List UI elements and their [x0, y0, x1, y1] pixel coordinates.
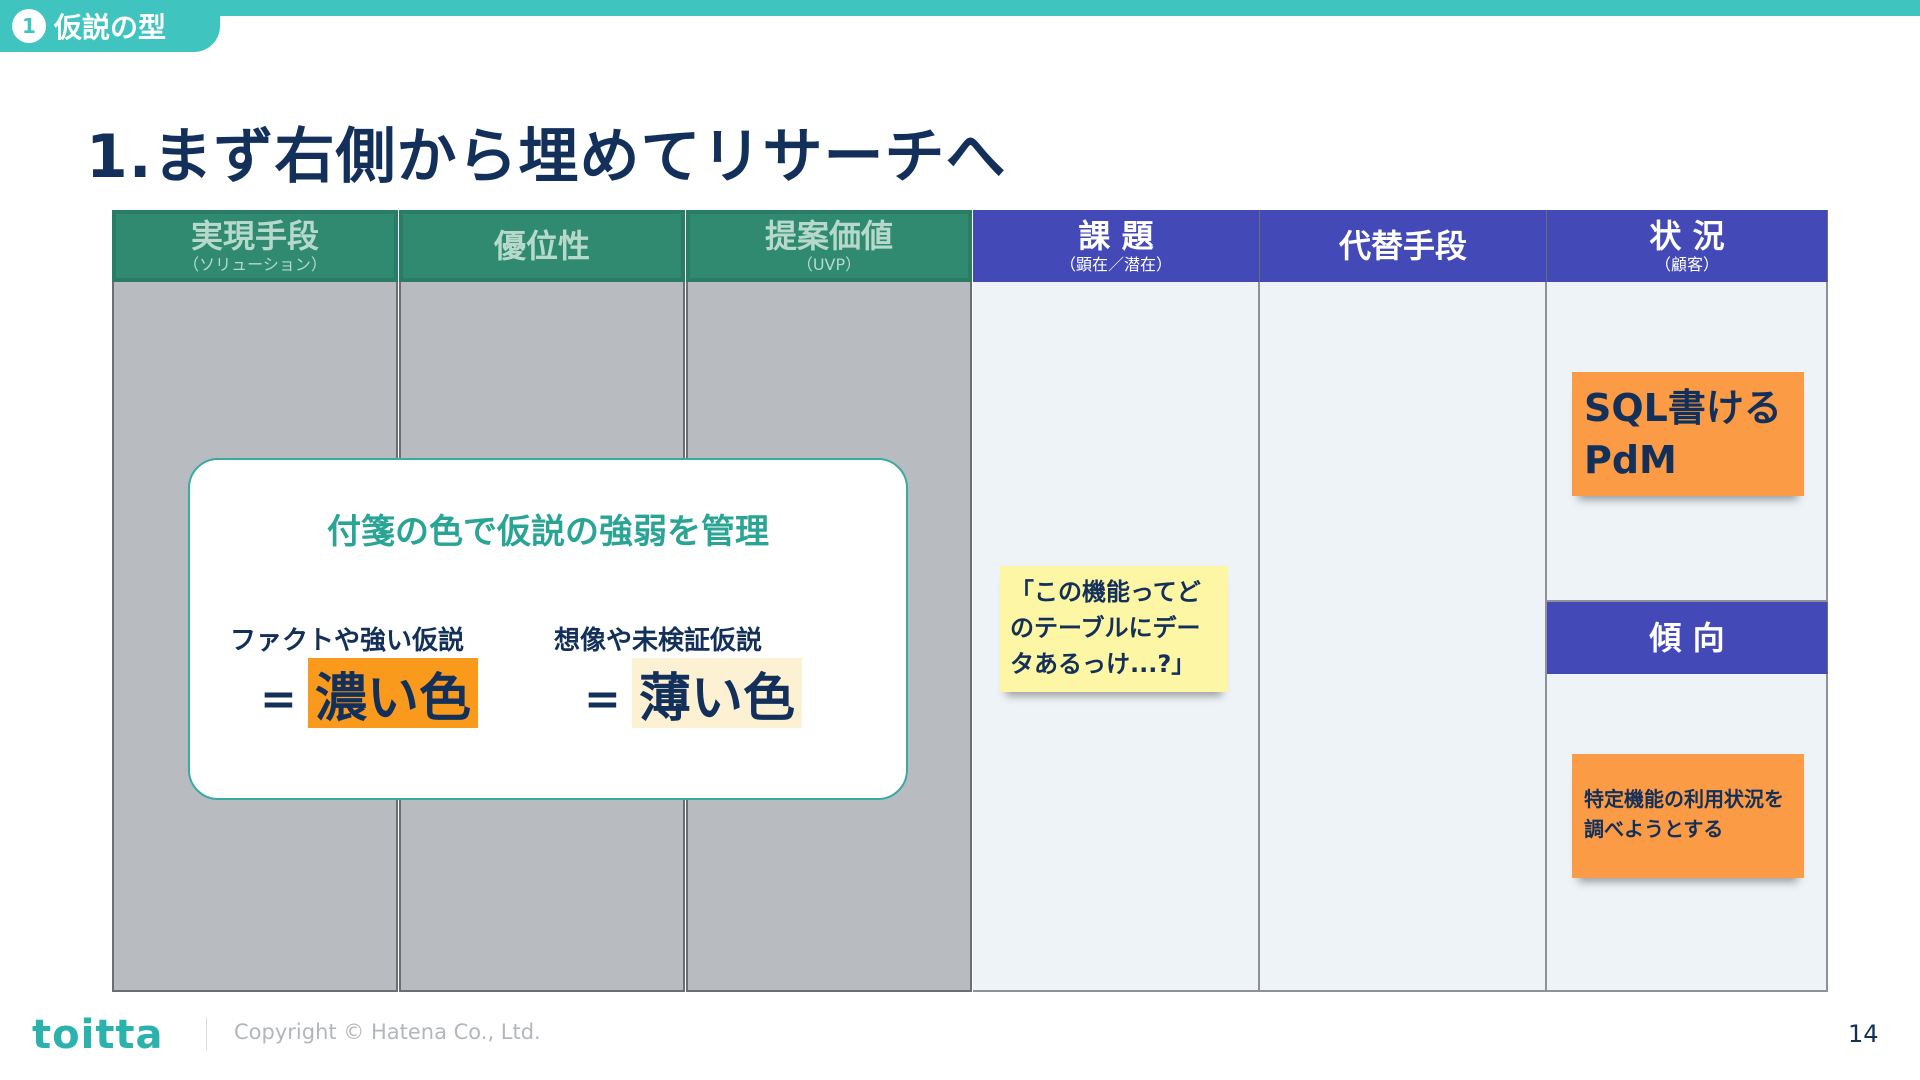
- sticky-line: 特定機能の利用状況を: [1584, 787, 1784, 811]
- page-title: 1.まず右側から埋めてリサーチへ: [86, 122, 1007, 192]
- weak-color-chip: 薄い色: [632, 658, 802, 729]
- column-header-uvp: 提案価値 （UVP）: [686, 210, 972, 282]
- column-title: 状 況: [1649, 217, 1725, 255]
- column-subtitle: （ソリューション）: [183, 255, 327, 274]
- strong-equals: =: [260, 674, 297, 725]
- column-subtitle: （UVP）: [796, 255, 862, 274]
- sticky-note-issue[interactable]: 「この機能ってど のテーブルにデー タあるっけ...?」: [1000, 566, 1228, 692]
- sticky-line: SQL書ける: [1584, 386, 1782, 430]
- section-label: 仮説の型: [54, 11, 167, 44]
- sticky-note-trend[interactable]: 特定機能の利用状況を 調べようとする: [1572, 754, 1804, 878]
- weak-hypothesis-label: 想像や未検証仮説: [554, 626, 763, 656]
- weak-equals: =: [584, 674, 621, 725]
- sticky-line: PdM: [1584, 438, 1677, 482]
- column-situation: 状 況 （顧客） 傾 向: [1547, 210, 1828, 992]
- callout-title: 付箋の色で仮説の強弱を管理: [327, 512, 769, 552]
- strong-hypothesis-label: ファクトや強い仮説: [230, 626, 465, 656]
- column-subtitle: （顕在／潜在）: [1059, 255, 1172, 274]
- strong-color-chip: 濃い色: [308, 658, 478, 729]
- sticky-line: のテーブルにデー: [1010, 614, 1201, 642]
- footer-divider: [206, 1018, 207, 1050]
- color-legend-callout: 付箋の色で仮説の強弱を管理 ファクトや強い仮説 = 濃い色 想像や未検証仮説 =…: [188, 458, 908, 800]
- page-number: 14: [1848, 1020, 1879, 1048]
- column-title: 代替手段: [1338, 227, 1467, 265]
- column-header-solution: 実現手段 （ソリューション）: [112, 210, 398, 282]
- toitta-logo: toitta: [32, 1012, 164, 1058]
- column-body-alternatives: [1260, 282, 1547, 992]
- column-header-situation: 状 況 （顧客）: [1547, 210, 1828, 282]
- column-header-advantage: 優位性: [399, 210, 685, 282]
- column-subtitle: （顧客）: [1654, 255, 1719, 274]
- sticky-line: 「この機能ってど: [1010, 578, 1201, 606]
- column-header-issue: 課 題 （顕在／潜在）: [973, 210, 1260, 282]
- section-number-badge: 1: [12, 9, 46, 43]
- column-alternatives: 代替手段: [1260, 210, 1547, 992]
- section-header-trend: 傾 向: [1547, 602, 1828, 674]
- copyright-text: Copyright © Hatena Co., Ltd.: [234, 1020, 541, 1044]
- column-header-alternatives: 代替手段: [1260, 210, 1547, 282]
- column-title: 優位性: [493, 227, 590, 265]
- sticky-note-situation[interactable]: SQL書ける PdM: [1572, 372, 1804, 496]
- column-title: 実現手段: [190, 217, 319, 255]
- top-accent-bar: [0, 0, 1920, 16]
- trend-title: 傾 向: [1649, 619, 1725, 657]
- section-tab: 1 仮説の型: [0, 0, 220, 52]
- column-title: 提案価値: [764, 217, 893, 255]
- sticky-line: タあるっけ...?」: [1010, 650, 1196, 678]
- column-title: 課 題: [1078, 217, 1154, 255]
- sticky-line: 調べようとする: [1584, 817, 1724, 841]
